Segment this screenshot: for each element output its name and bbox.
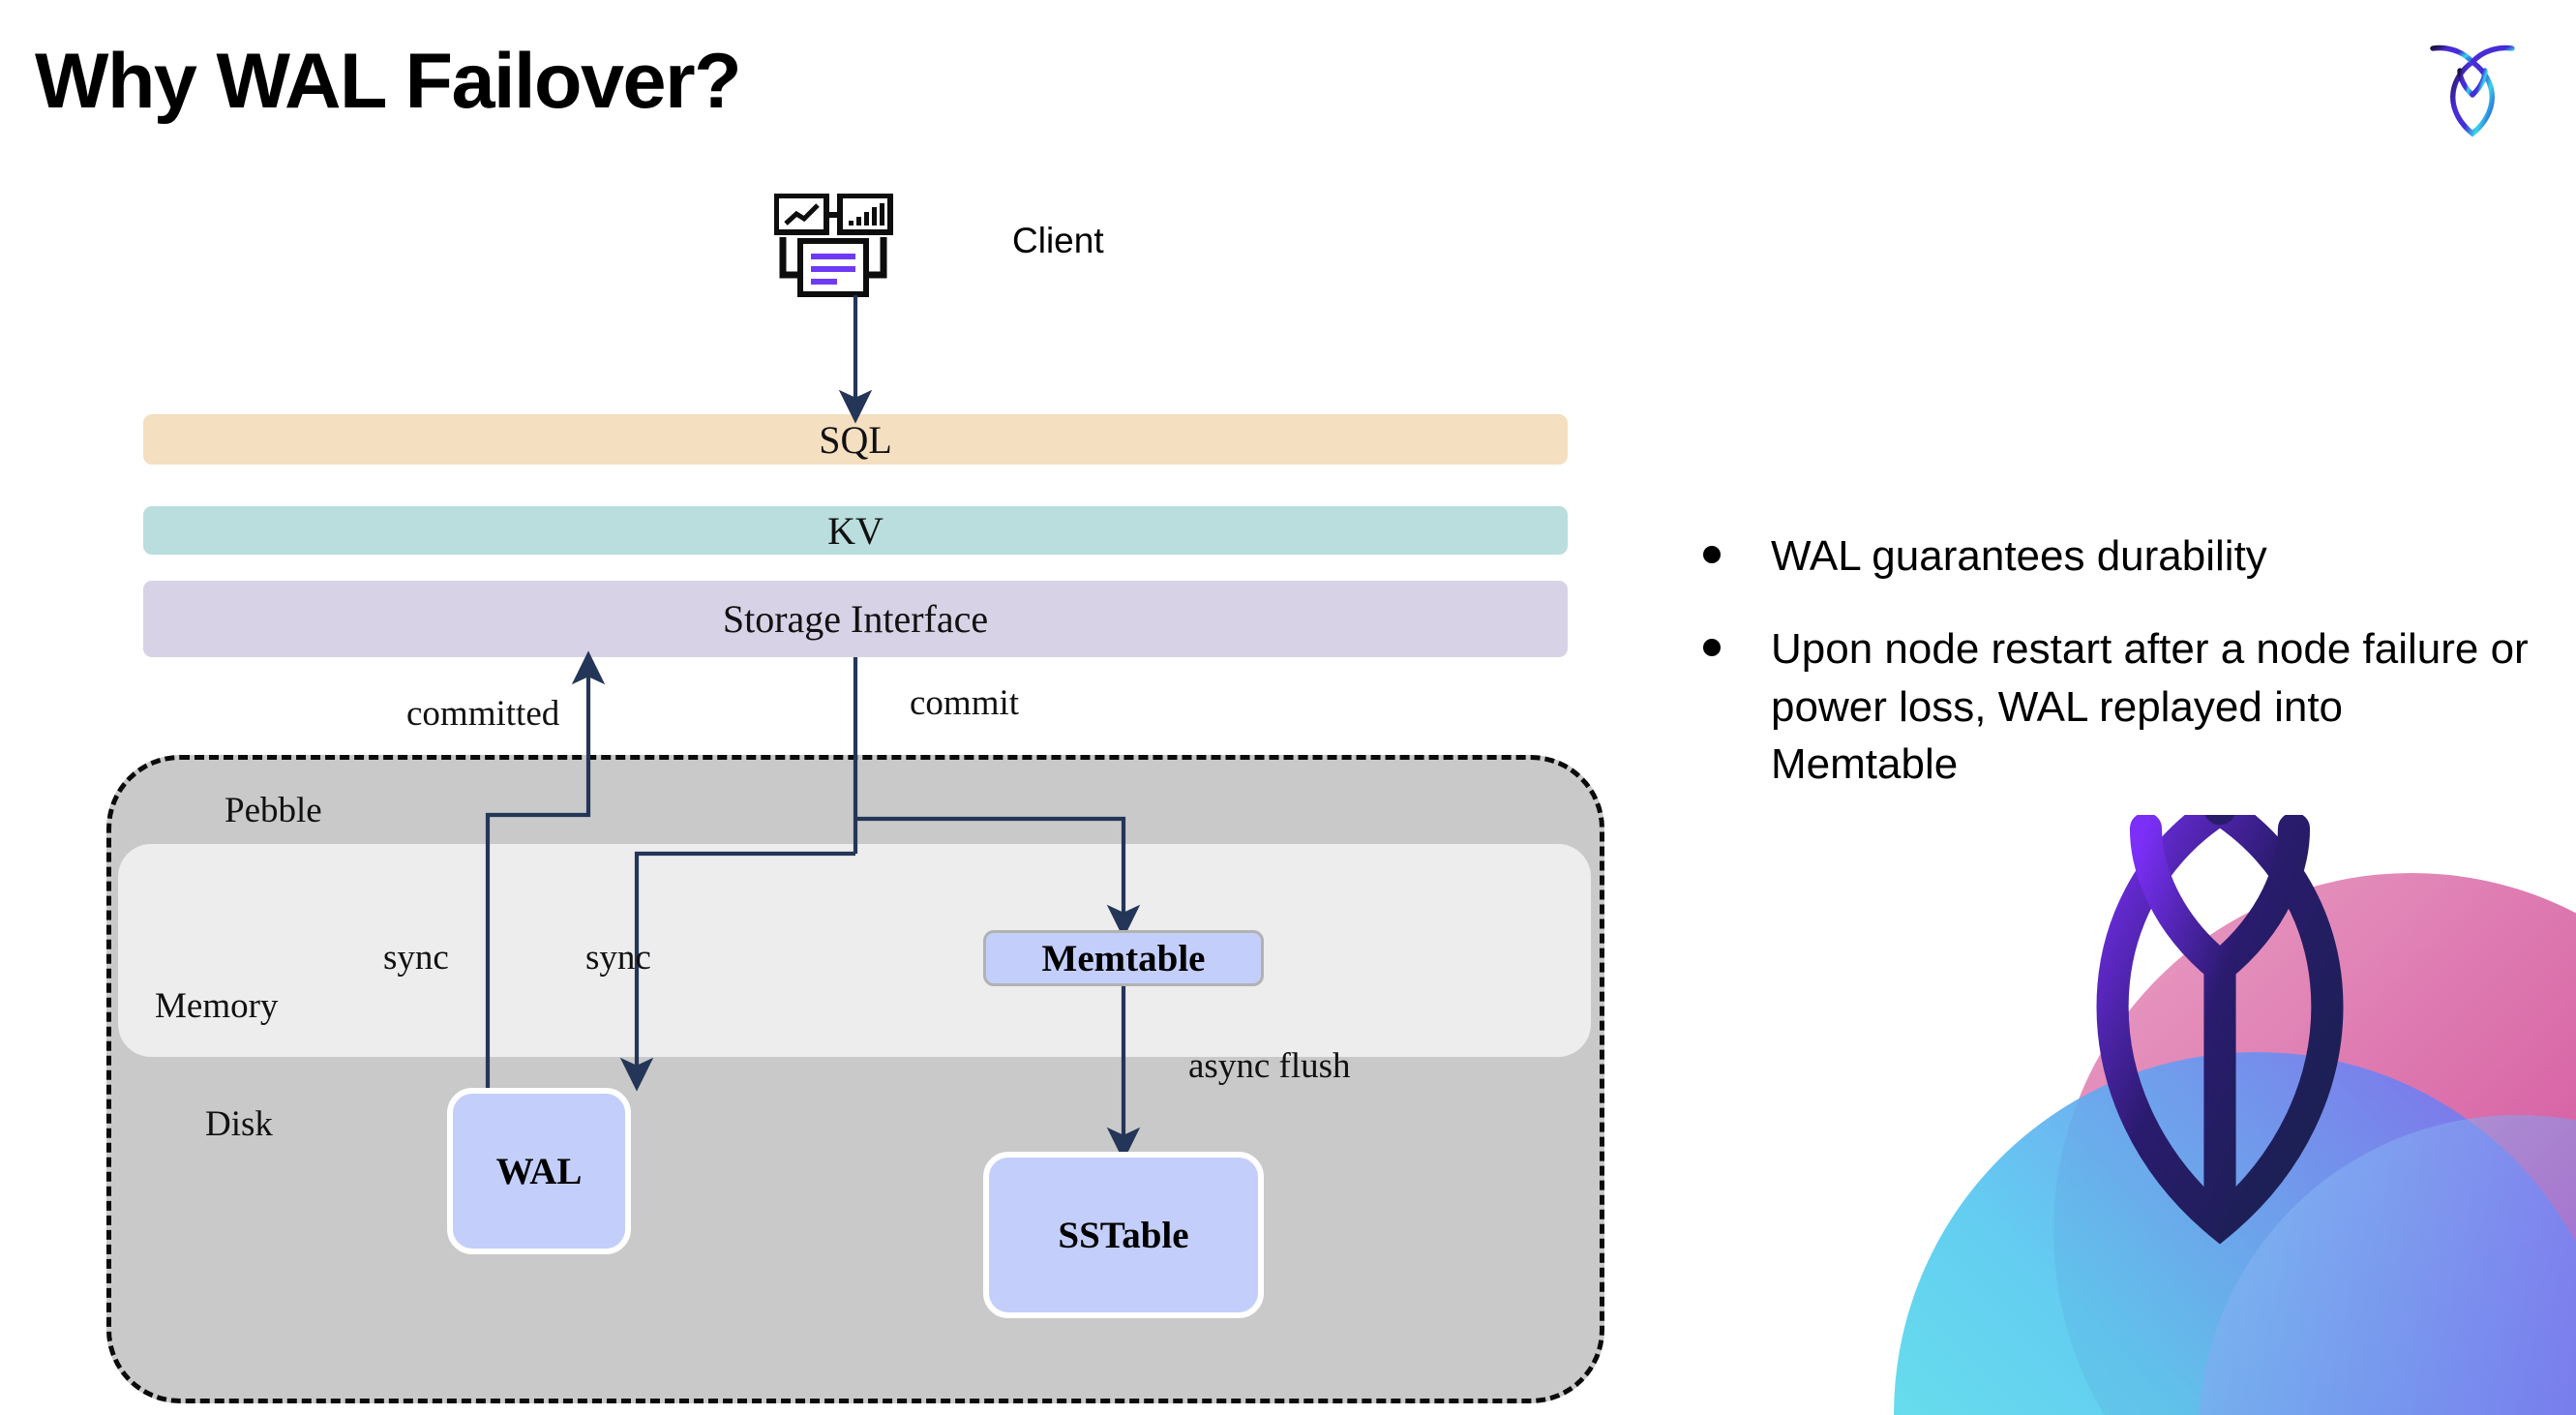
- list-item: WAL guarantees durability: [1703, 527, 2535, 586]
- edge-label-committed: committed: [406, 694, 560, 734]
- page-title: Why WAL Failover?: [35, 38, 742, 125]
- node-memtable: Memtable: [983, 930, 1264, 986]
- layer-label-sql: SQL: [819, 417, 892, 462]
- document-icon: [797, 238, 869, 297]
- edge-label-sync-2: sync: [585, 938, 651, 978]
- node-label-wal: WAL: [495, 1150, 583, 1192]
- layer-label-kv: KV: [827, 508, 884, 553]
- edge-label-commit: commit: [910, 683, 1020, 723]
- list-item: Upon node restart after a node failure o…: [1703, 620, 2535, 794]
- line-chart-icon: [773, 193, 829, 235]
- bar-chart-icon: [837, 193, 893, 235]
- node-label-sstable: SSTable: [1058, 1214, 1189, 1256]
- cockroachdb-logo-icon: [2419, 41, 2526, 149]
- node-label-memtable: Memtable: [1041, 937, 1206, 979]
- edge-label-async-flush: async flush: [1188, 1046, 1351, 1086]
- bullet-text: WAL guarantees durability: [1771, 532, 2267, 580]
- pebble-label: Pebble: [225, 791, 322, 830]
- edge-label-sync-1: sync: [383, 938, 449, 978]
- client-label: Client: [1012, 221, 1104, 260]
- bullet-dot-icon: [1703, 638, 1721, 656]
- client-dashboard-icon: [773, 193, 929, 310]
- cockroachdb-watermark-icon: [1841, 815, 2576, 1415]
- memory-label: Memory: [155, 986, 279, 1026]
- layer-bar-kv: KV: [143, 506, 1568, 555]
- node-wal: WAL: [447, 1088, 631, 1254]
- layer-bar-storage-interface: Storage Interface: [143, 581, 1568, 657]
- layer-label-storage-interface: Storage Interface: [722, 597, 989, 641]
- memory-zone: [118, 844, 1591, 1057]
- layer-bar-sql: SQL: [143, 414, 1568, 465]
- bullet-text: Upon node restart after a node failure o…: [1771, 624, 2529, 789]
- node-sstable: SSTable: [983, 1152, 1264, 1318]
- disk-label: Disk: [205, 1104, 273, 1144]
- bullet-dot-icon: [1703, 546, 1721, 563]
- bullet-list: WAL guarantees durability Upon node rest…: [1703, 527, 2535, 828]
